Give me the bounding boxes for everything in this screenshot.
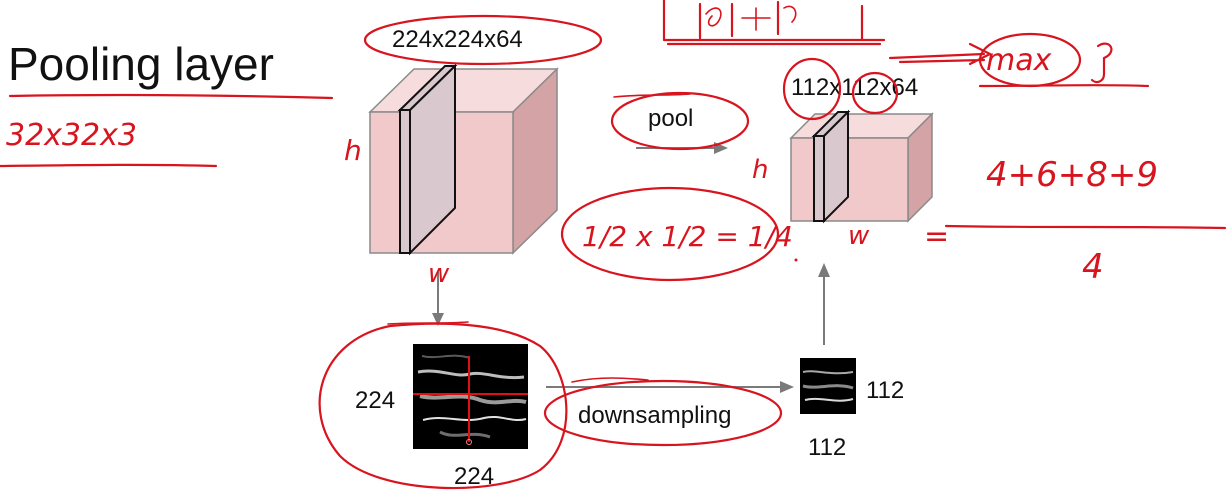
input-volume-cube bbox=[370, 66, 557, 253]
output-feature-map bbox=[800, 358, 856, 414]
note-divisor: 4 bbox=[1082, 247, 1104, 287]
depth-slice-front bbox=[400, 110, 410, 253]
note-max-suffix bbox=[1092, 44, 1111, 82]
note-sum: 4+6+8+9 bbox=[986, 155, 1158, 195]
note-h-left: h bbox=[344, 134, 362, 167]
note-max: max bbox=[986, 43, 1052, 78]
output-map-height-label: 112 bbox=[866, 377, 904, 404]
slide-title: Pooling layer bbox=[8, 38, 274, 90]
note-w-right: w bbox=[848, 221, 870, 251]
arrow-to-max bbox=[890, 44, 990, 64]
input-map-height-label: 224 bbox=[355, 387, 395, 414]
title-underline bbox=[10, 95, 332, 98]
depth-slice-front bbox=[814, 136, 824, 221]
note-fraction: 1/2 x 1/2 = 1/4 bbox=[582, 220, 793, 253]
pool-label: pool bbox=[648, 105, 693, 132]
note-underline bbox=[0, 165, 216, 166]
note-w-left: w bbox=[428, 259, 450, 289]
downsampling-label: downsampling bbox=[578, 402, 731, 429]
max-underline bbox=[980, 85, 1148, 86]
output-map-width-label: 112 bbox=[808, 434, 846, 461]
up-arrow bbox=[818, 263, 830, 345]
fraction-bar bbox=[946, 226, 1225, 228]
scribble-top bbox=[664, 0, 884, 44]
input-feature-map bbox=[413, 344, 528, 449]
downsampling-arrow bbox=[546, 381, 794, 393]
note-h-right: h bbox=[752, 155, 768, 185]
input-volume-label: 224x224x64 bbox=[392, 26, 523, 53]
note-input-size: 32x32x3 bbox=[6, 118, 137, 153]
cube-front-face bbox=[791, 138, 908, 221]
output-volume-cube bbox=[791, 112, 932, 221]
note-equals: = bbox=[924, 219, 949, 254]
